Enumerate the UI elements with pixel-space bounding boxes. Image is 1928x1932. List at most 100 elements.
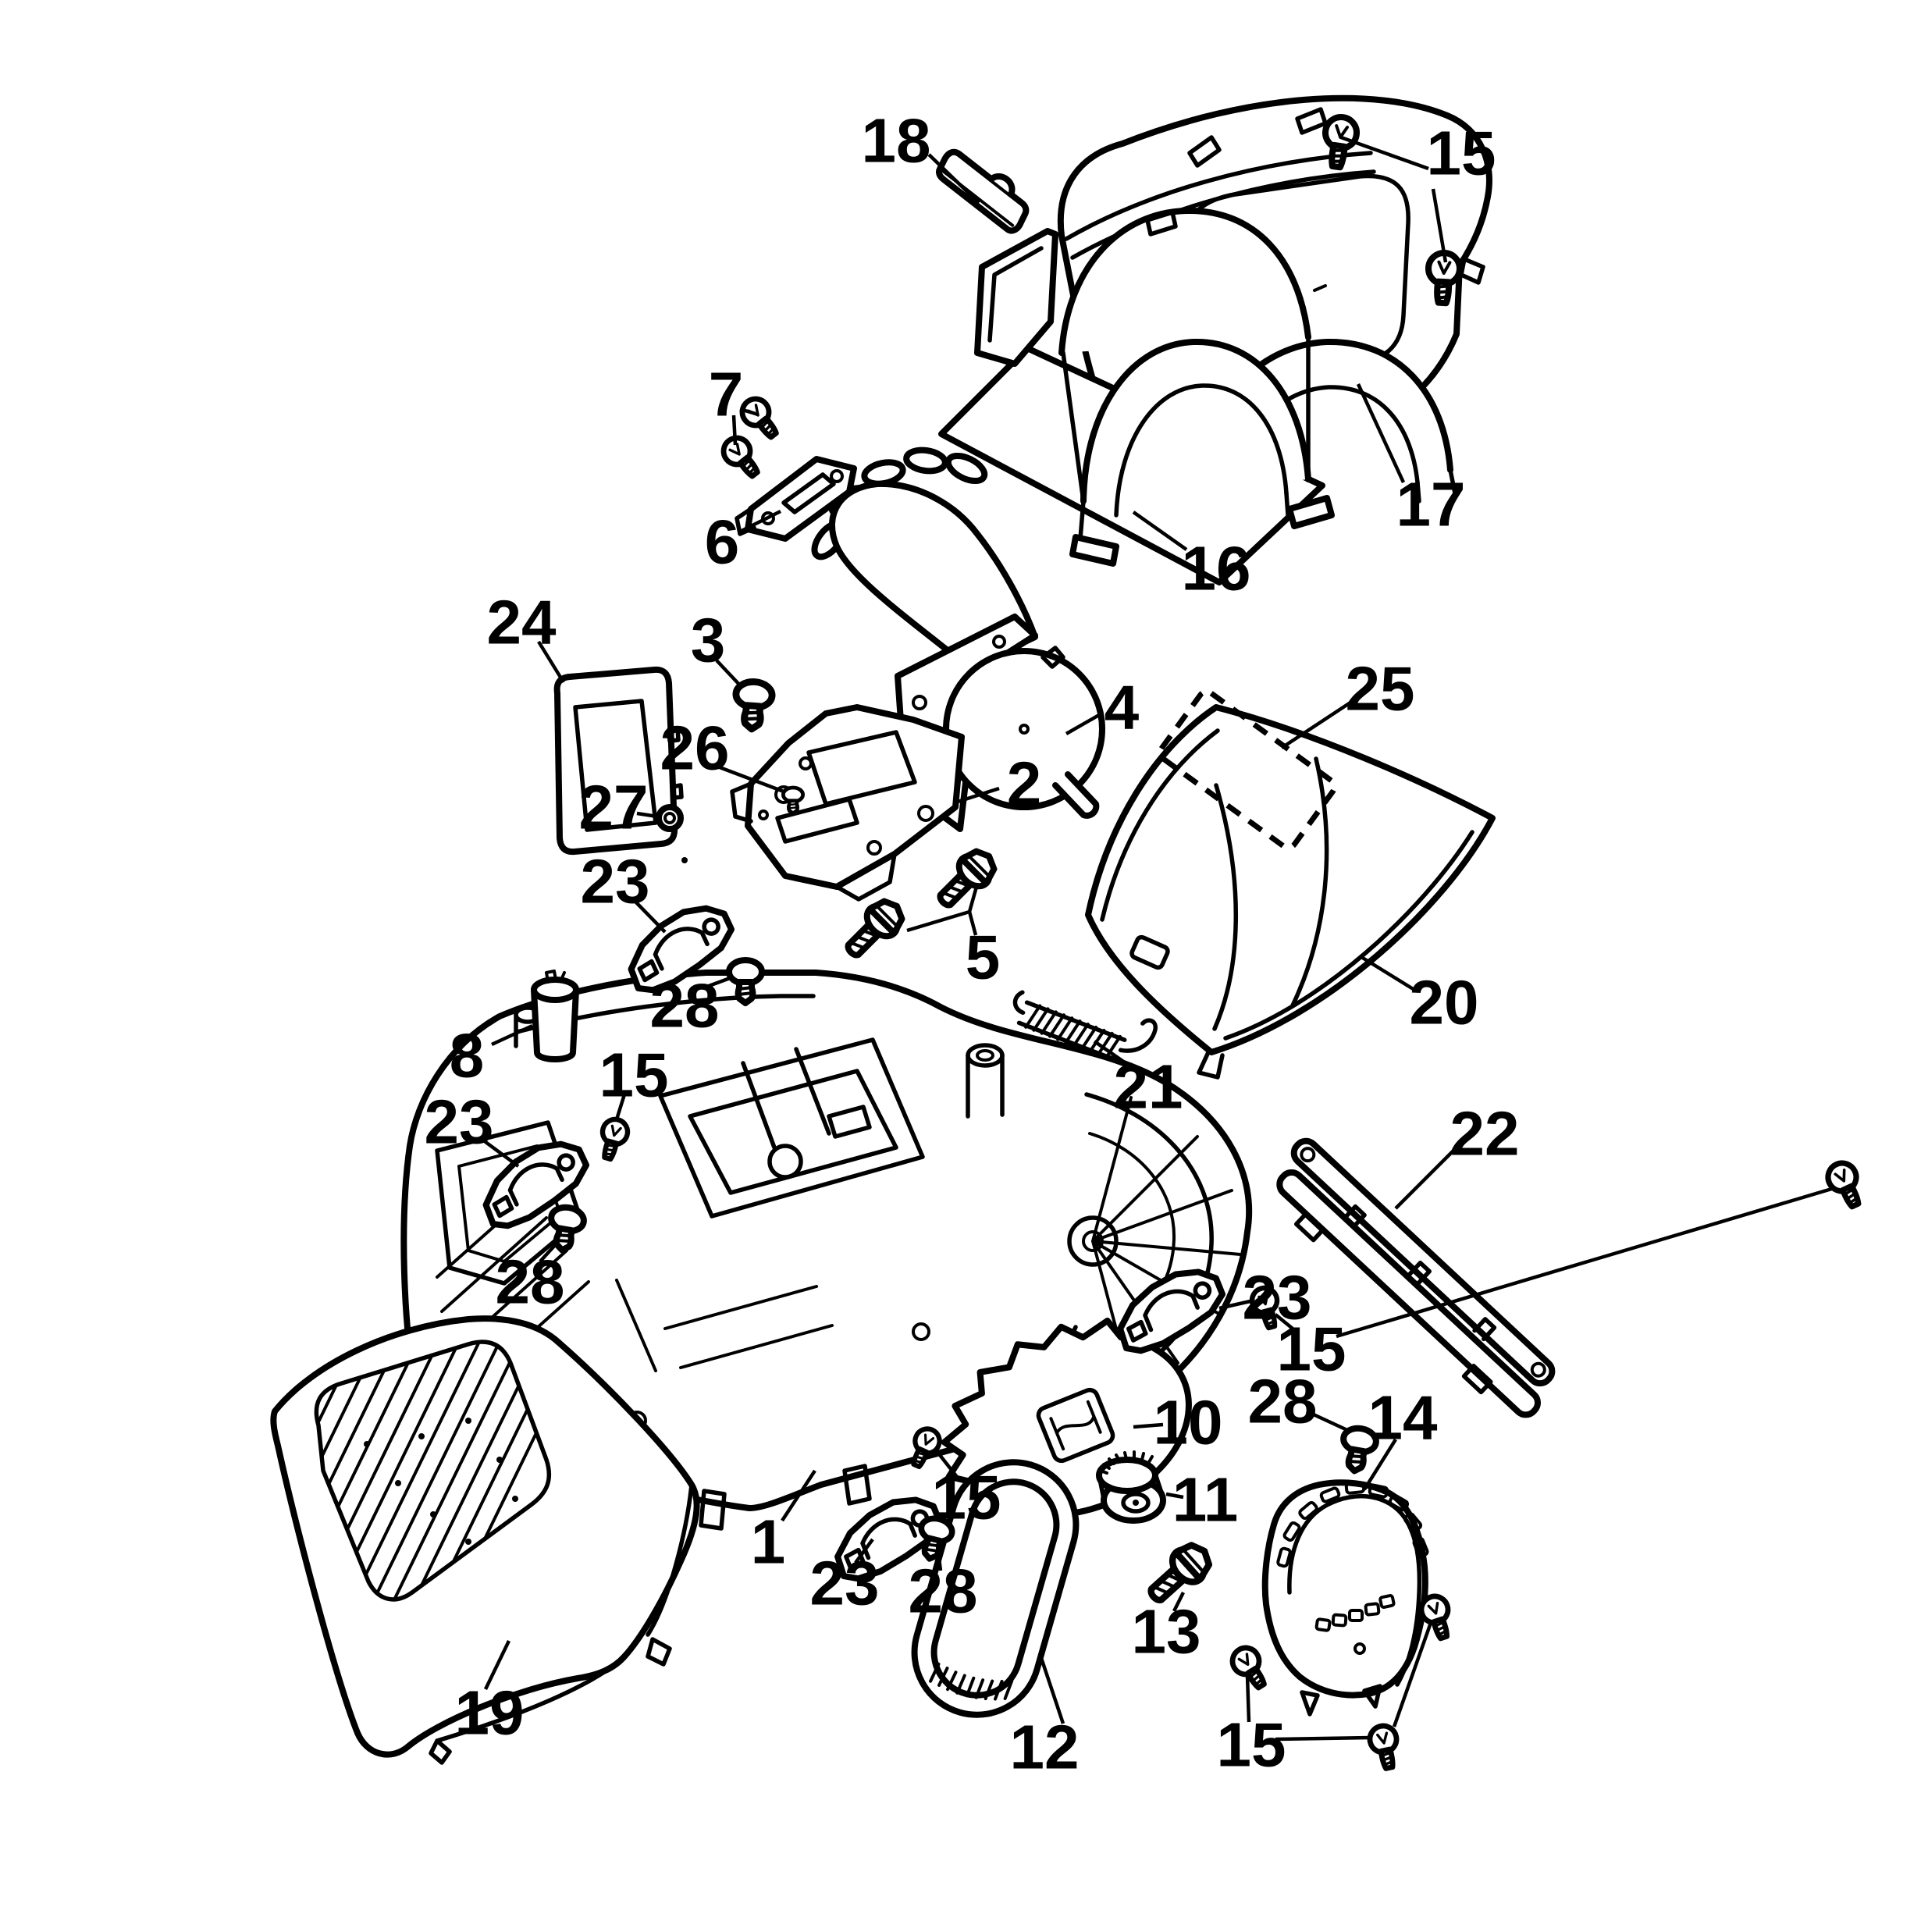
part-label-12: 12 <box>1010 1713 1080 1782</box>
part-8-capacitor <box>531 970 579 1062</box>
leader-line-15 <box>1340 135 1429 171</box>
part-label-23: 23 <box>581 847 650 916</box>
part-7-screw <box>737 393 784 443</box>
part-label-28: 28 <box>650 971 720 1041</box>
part-14-belt-cover <box>1261 1479 1429 1717</box>
leader-line-4 <box>1065 713 1101 735</box>
leader-line-14 <box>1363 1438 1397 1491</box>
leader-line-28 <box>702 975 733 991</box>
part-label-4: 4 <box>1105 673 1140 742</box>
leader-line-15 <box>1245 1674 1251 1723</box>
part-label-18: 18 <box>862 106 931 176</box>
part-label-20: 20 <box>1410 968 1479 1037</box>
leader-line-10 <box>1133 1422 1164 1429</box>
part-label-1: 1 <box>751 1507 786 1577</box>
leader-line-24 <box>537 640 565 684</box>
part-2-mount-plate <box>730 704 965 902</box>
part-15-screw <box>1823 1158 1868 1211</box>
leader-line-20 <box>1360 955 1416 991</box>
leader-line-26 <box>713 763 784 794</box>
part-label-27: 27 <box>579 773 649 842</box>
part-11-pulley <box>1096 1450 1166 1524</box>
part-label-23: 23 <box>1243 1263 1312 1332</box>
part-25-label-area <box>1157 688 1338 851</box>
leader-line-5 <box>906 909 970 933</box>
part-label-17: 17 <box>1396 470 1466 539</box>
part-label-22: 22 <box>1450 1099 1520 1169</box>
leader-line-1 <box>781 1469 816 1522</box>
leader-line-15 <box>938 1453 959 1478</box>
part-20-rear-hood <box>1085 704 1496 1080</box>
part-label-5: 5 <box>966 923 1001 992</box>
part-5-bolt <box>930 844 1001 914</box>
leader-line-15 <box>1392 1620 1434 1727</box>
leader-line-3 <box>715 659 743 688</box>
leader-line-17 <box>1356 383 1406 483</box>
leader-line-21 <box>1093 1040 1132 1068</box>
part-label-8: 8 <box>450 1021 485 1091</box>
leader-line-18 <box>927 153 980 205</box>
part-5-bolt <box>838 894 909 964</box>
part-label-21: 21 <box>1114 1052 1183 1122</box>
part-3-screw <box>734 681 773 731</box>
part-label-13: 13 <box>1132 1597 1201 1667</box>
part-label-23: 23 <box>810 1549 880 1618</box>
leader-line-15 <box>1431 188 1448 263</box>
part-label-2: 2 <box>1007 749 1042 819</box>
part-label-16: 16 <box>1182 534 1251 603</box>
part-label-11: 11 <box>1172 1465 1239 1535</box>
leader-line-23 <box>481 1138 520 1168</box>
part-label-28: 28 <box>1248 1367 1318 1436</box>
part-label-15: 15 <box>1217 1710 1286 1780</box>
part-label-25: 25 <box>1346 654 1415 724</box>
leader-line-11 <box>1165 1492 1184 1500</box>
part-label-28: 28 <box>496 1247 565 1317</box>
leader-line-22 <box>1394 1146 1458 1210</box>
part-label-15: 15 <box>932 1463 1001 1532</box>
part-label-6: 6 <box>705 507 740 577</box>
part-15-screw <box>1228 1643 1273 1693</box>
part-label-14: 14 <box>1368 1383 1438 1453</box>
part-22-rail <box>1276 1137 1556 1418</box>
leader-line-23 <box>632 898 667 934</box>
part-label-15: 15 <box>1277 1315 1346 1384</box>
part-label-23: 23 <box>425 1087 494 1157</box>
leader-line-15 <box>614 1094 627 1120</box>
part-label-26: 26 <box>660 713 730 783</box>
leader-line-28 <box>1306 1409 1348 1432</box>
leader-line-15 <box>1336 1186 1835 1339</box>
leader-line-23 <box>1218 1298 1254 1311</box>
part-label-7: 7 <box>709 360 744 429</box>
part-label-19: 19 <box>455 1678 525 1748</box>
part-21-spring <box>1012 990 1158 1063</box>
part-label-10: 10 <box>1154 1388 1223 1457</box>
part-label-28: 28 <box>909 1557 978 1626</box>
leader-line-27 <box>636 811 658 819</box>
part-label-24: 24 <box>487 588 557 657</box>
leader-line-2 <box>955 786 1000 805</box>
leader-line-15 <box>1275 1735 1371 1742</box>
part-19-grille <box>270 1315 700 1765</box>
part-label-15: 15 <box>1427 119 1496 188</box>
leader-line-19 <box>483 1640 511 1690</box>
leader-line-8 <box>491 1023 533 1047</box>
leader-line-28 <box>539 1243 557 1263</box>
part-label-15: 15 <box>599 1041 669 1110</box>
part-12-belt <box>911 1459 1080 1718</box>
part-15-screw <box>1368 1724 1403 1770</box>
leader-line-5 <box>967 911 978 936</box>
part-16-motor-cover <box>938 207 1335 585</box>
part-18-clip <box>936 148 1030 234</box>
leader-line-6 <box>740 509 782 533</box>
leader-line-16 <box>1132 511 1188 551</box>
part-27-washer <box>656 804 688 863</box>
leader-line-28 <box>936 1551 943 1571</box>
part-label-3: 3 <box>691 606 726 675</box>
leader-line-25 <box>1280 701 1352 749</box>
leader-line-7 <box>731 415 738 446</box>
leader-line-5 <box>967 886 979 913</box>
leader-line-15 <box>1274 1313 1294 1330</box>
part-15-screw <box>1418 1593 1457 1642</box>
